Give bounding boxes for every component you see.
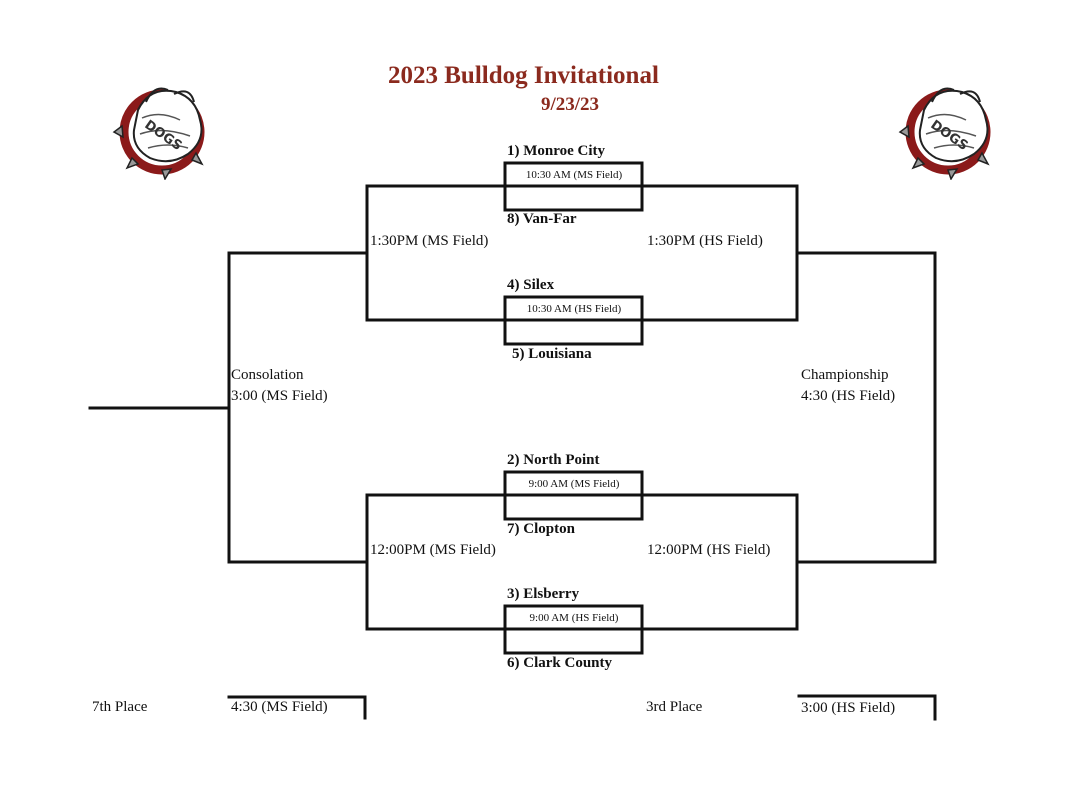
championship-line <box>795 251 937 564</box>
third-place-label: 3rd Place <box>646 699 703 715</box>
consolation-label: Consolation <box>231 367 304 383</box>
seventh-place-line <box>227 695 367 720</box>
page-title: 2023 Bulldog Invitational <box>388 62 659 89</box>
championship-time: 4:30 (HS Field) <box>801 388 896 404</box>
game-2-time: 10:30 AM (HS Field) <box>526 303 622 315</box>
championship-label: Championship <box>801 367 889 383</box>
game-1-time: 10:30 AM (MS Field) <box>525 169 623 181</box>
game-3-time: 9:00 AM (MS Field) <box>528 478 620 490</box>
consolation-line <box>227 251 369 564</box>
semi-top-right-time: 1:30PM (HS Field) <box>647 233 763 249</box>
semi-bottom-left-time: 12:00PM (MS Field) <box>370 542 496 558</box>
team-clopton: 7) Clopton <box>507 521 575 537</box>
seventh-place-label: 7th Place <box>92 699 148 715</box>
page-date: 9/23/23 <box>541 94 600 115</box>
game-4-time: 9:00 AM (HS Field) <box>529 612 619 624</box>
top-left-semi-line <box>365 184 507 322</box>
semi-top-left-time: 1:30PM (MS Field) <box>370 233 489 249</box>
bulldog-logo-icon-right: DOGS <box>898 87 991 180</box>
team-silex: 4) Silex <box>507 277 555 293</box>
seventh-place-time: 4:30 (MS Field) <box>231 699 328 715</box>
team-van-far: 8) Van-Far <box>507 211 577 227</box>
team-monroe-city: 1) Monroe City <box>507 143 606 159</box>
semi-bottom-right-time: 12:00PM (HS Field) <box>647 542 771 558</box>
team-elsberry: 3) Elsberry <box>507 586 580 602</box>
top-right-semi-line <box>640 184 799 322</box>
team-louisiana: 5) Louisiana <box>512 346 592 362</box>
team-north-point: 2) North Point <box>507 452 600 468</box>
consolation-time: 3:00 (MS Field) <box>231 388 328 404</box>
third-place-line <box>797 694 937 721</box>
team-clark-county: 6) Clark County <box>507 655 613 671</box>
bottom-right-semi-line <box>640 493 799 631</box>
bottom-left-semi-line <box>365 493 507 631</box>
third-place-time: 3:00 (HS Field) <box>801 700 896 716</box>
bulldog-logo-icon-left: DOGS <box>112 87 205 180</box>
